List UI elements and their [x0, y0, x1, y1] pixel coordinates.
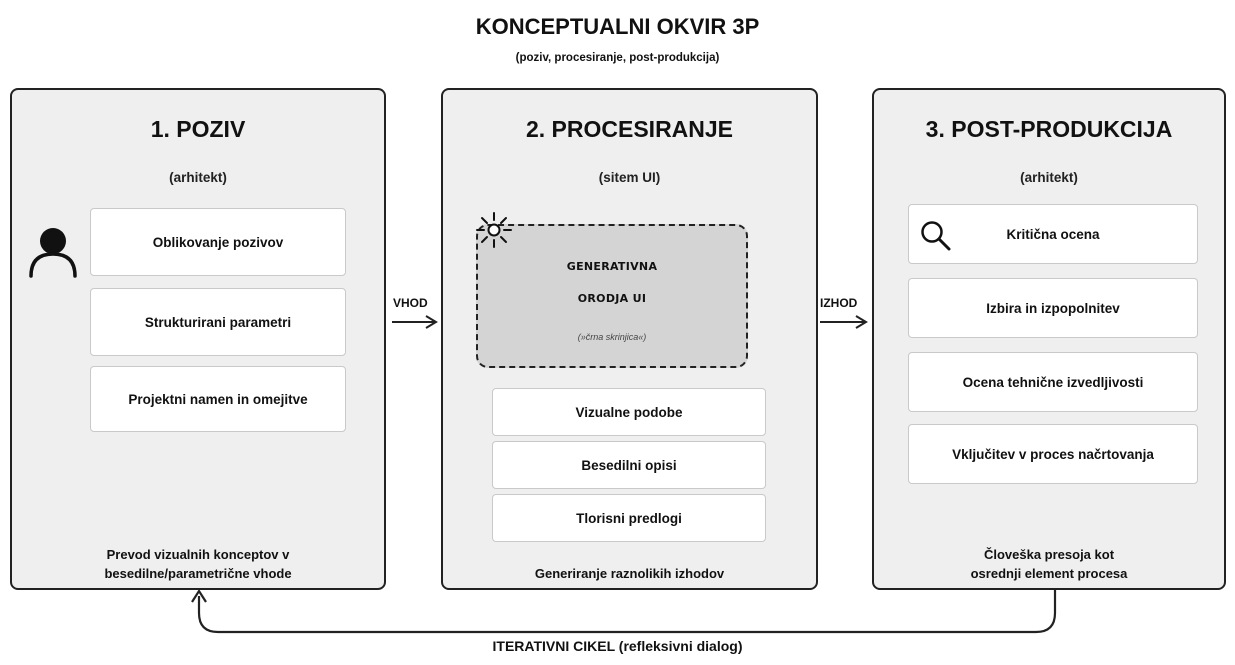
item-vkljucitev-v-proces: Vključitev v proces načrtovanja [908, 424, 1198, 484]
diagram-title: KONCEPTUALNI OKVIR 3P [475, 14, 760, 39]
panel-subtitle: (arhitekt) [1020, 170, 1078, 185]
panel-title: 3. POST-PRODUKCIJA [925, 116, 1173, 142]
output-arrow-label: IZHOD [820, 296, 858, 310]
panel-subtitle: (arhitekt) [169, 170, 227, 185]
item-tlorisni-predlogi: Tlorisni predlogi [492, 494, 766, 542]
panel-poziv: 1. POZIV (arhitekt) Oblikovanje pozivov … [10, 88, 386, 590]
item-kriticna-ocena: Kritična ocena [908, 204, 1198, 264]
panel-title: 2. PROCESIRANJE [525, 116, 734, 142]
black-box-note: (»črna skrinjica«) [577, 332, 647, 342]
panel-footer: Generiranje raznolikih izhodov [534, 566, 725, 581]
item-besedilni-opisi: Besedilni opisi [492, 441, 766, 489]
person-icon [29, 228, 77, 278]
black-box-line1: GENERATIVNA [566, 260, 658, 273]
item-vizualne-podobe: Vizualne podobe [492, 388, 766, 436]
item-strukturirani-parametri: Strukturirani parametri [90, 288, 346, 356]
item-oblikovanje-pozivov: Oblikovanje pozivov [90, 208, 346, 276]
panel-subtitle: (sitem UI) [598, 170, 661, 185]
output-arrow [820, 315, 868, 329]
item-projektni-namen: Projektni namen in omejitve [90, 366, 346, 432]
black-box-line2: ORODJA UI [577, 292, 647, 305]
panel-procesiranje: 2. PROCESIRANJE (sitem UI) GENERATIVNA O… [441, 88, 818, 590]
panel-post-produkcija: 3. POST-PRODUKCIJA (arhitekt) Kritična o… [872, 88, 1226, 590]
panel-footer: Človeška presoja kot osrednji element pr… [970, 547, 1128, 581]
input-arrow-label: VHOD [393, 296, 428, 310]
panel-footer: Prevod vizualnih konceptov v besedilne/p… [104, 547, 292, 581]
item-izbira-in-izpopolnitev: Izbira in izpopolnitev [908, 278, 1198, 338]
diagram-subtitle: (poziv, procesiranje, post-produkcija) [515, 52, 720, 64]
iterative-cycle-label: ITERATIVNI CIKEL (refleksivni dialog) [492, 638, 743, 654]
input-arrow [392, 315, 438, 329]
sun-icon [476, 212, 512, 248]
item-ocena-izvedljivosti: Ocena tehnične izvedljivosti [908, 352, 1198, 412]
item-label: Kritična ocena [1006, 226, 1100, 242]
panel-title: 1. POZIV [150, 116, 246, 142]
generative-tools-black-box: GENERATIVNA ORODJA UI (»črna skrinjica«) [476, 224, 748, 368]
search-icon [921, 221, 951, 251]
